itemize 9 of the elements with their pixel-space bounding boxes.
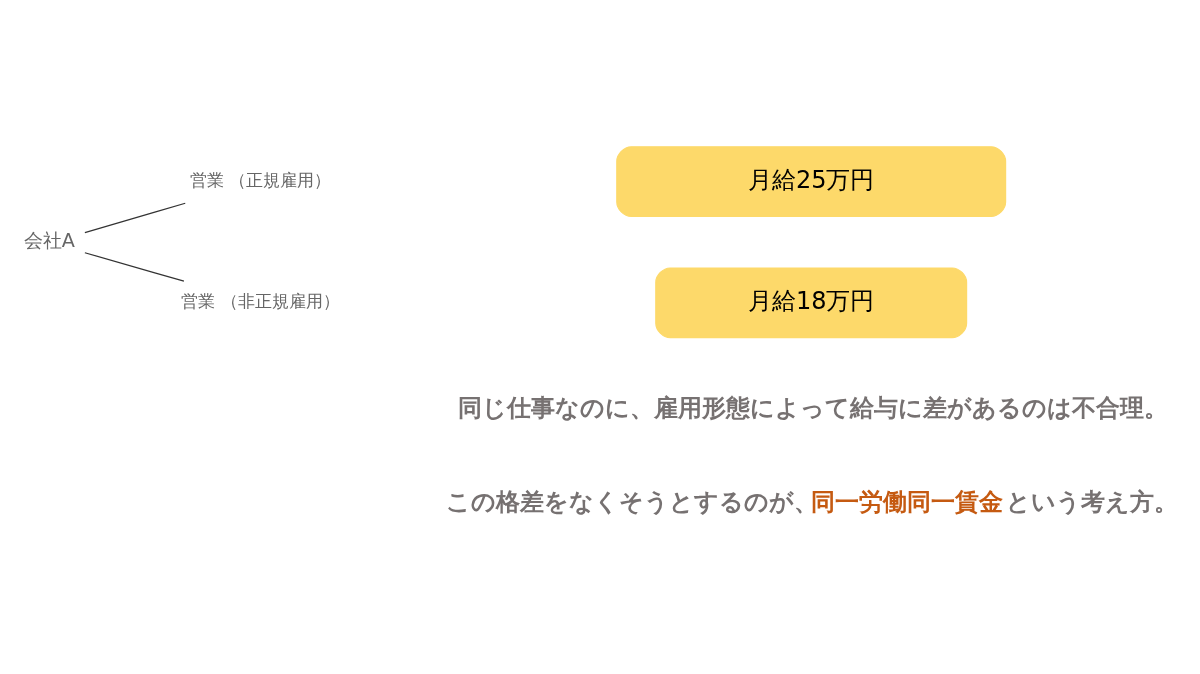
- node-text: 会社A: [23, 229, 75, 253]
- node-text: 営業 （正規雇用）: [189, 170, 332, 191]
- connector: [84, 252, 185, 282]
- node-box: 月給18万円: [655, 267, 968, 339]
- node-text: 営業 （非正規雇用）: [181, 291, 340, 312]
- connector: [84, 202, 186, 234]
- label: この格差をなくそうとするのが、同一労働同一賃金という考え方。: [445, 488, 1179, 517]
- label: 同じ仕事なのに、雇用形態によって給与に差があるのは不合理。: [458, 393, 1169, 422]
- node-box: 月給25万円: [616, 146, 1007, 217]
